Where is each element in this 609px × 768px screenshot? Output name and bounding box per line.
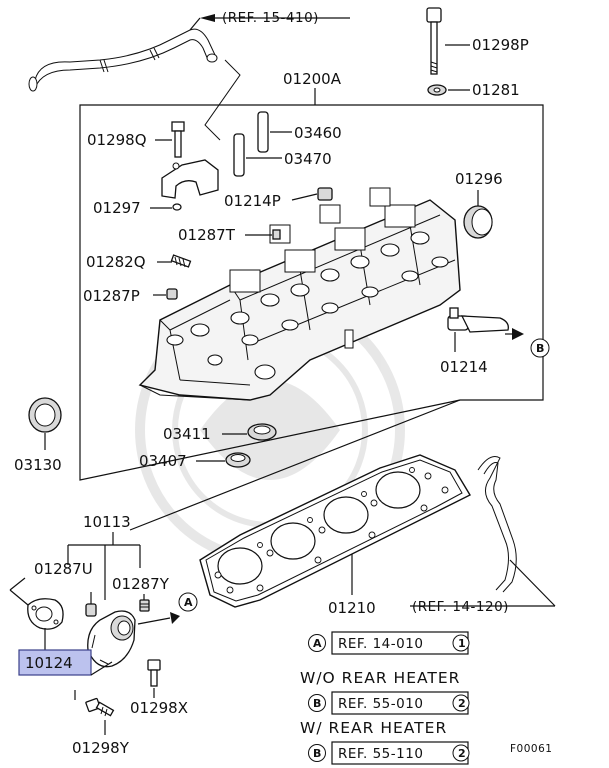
part-number[interactable]: 01214 bbox=[440, 358, 488, 376]
ref-14-120-label[interactable]: (REF. 14-120) bbox=[412, 599, 509, 615]
marker-b-label[interactable]: B bbox=[536, 342, 544, 355]
legend-ref-b2[interactable]: REF. 55-110 bbox=[338, 746, 423, 762]
highlight-10124 bbox=[18, 649, 92, 676]
part-number[interactable]: 03470 bbox=[284, 150, 332, 168]
part-number[interactable]: 01296 bbox=[455, 170, 503, 188]
seal-03407[interactable] bbox=[225, 452, 251, 468]
gasket-10124[interactable] bbox=[27, 598, 64, 630]
legend-marker-b1: B bbox=[313, 697, 321, 710]
pipe-03460[interactable] bbox=[257, 111, 269, 153]
part-number[interactable]: 01298P bbox=[472, 36, 529, 54]
plug-01287P[interactable] bbox=[166, 288, 178, 300]
plug-01296[interactable] bbox=[463, 205, 493, 239]
part-number[interactable]: 03411 bbox=[163, 425, 211, 443]
bolt-01298P[interactable] bbox=[426, 7, 442, 75]
plug-01287T[interactable] bbox=[272, 229, 281, 240]
heater-hose-top[interactable] bbox=[28, 28, 218, 92]
legend-num-b1: 2 bbox=[458, 697, 466, 710]
legend-with-rear-heater: W/ REAR HEATER bbox=[300, 719, 447, 737]
part-number[interactable]: 10113 bbox=[83, 513, 131, 531]
thermostat-housing[interactable] bbox=[87, 610, 136, 668]
legend-marker-b2: B bbox=[313, 747, 321, 760]
legend-ref-b1[interactable]: REF. 55-010 bbox=[338, 696, 423, 712]
cylinder-head-assembly-frame bbox=[79, 104, 544, 481]
part-number[interactable]: 01214P bbox=[224, 192, 281, 210]
head-gasket-01210[interactable] bbox=[199, 454, 471, 608]
legend-num-a: 1 bbox=[458, 637, 466, 650]
plug-01214P[interactable] bbox=[317, 187, 333, 201]
part-number[interactable]: 01287P bbox=[83, 287, 140, 305]
marker-a-circle bbox=[178, 592, 198, 612]
ref-15-410-label[interactable]: (REF. 15-410) bbox=[222, 10, 319, 26]
part-number[interactable]: 01210 bbox=[328, 599, 376, 617]
heater-hose-right[interactable] bbox=[477, 456, 517, 593]
part-number[interactable]: 01297 bbox=[93, 199, 141, 217]
fitting-01214[interactable] bbox=[447, 307, 509, 333]
part-number[interactable]: 01282Q bbox=[86, 253, 146, 271]
marker-a-label[interactable]: A bbox=[184, 596, 193, 609]
part-number[interactable]: 01287T bbox=[178, 226, 236, 244]
part-number[interactable]: 03130 bbox=[14, 456, 62, 474]
part-number[interactable]: 01287U bbox=[34, 560, 93, 578]
part-number[interactable]: 03407 bbox=[139, 452, 187, 470]
part-number[interactable]: 01298Q bbox=[87, 131, 147, 149]
marker-b-circle bbox=[530, 338, 550, 358]
camshaft-bearing-cap[interactable] bbox=[161, 159, 219, 199]
figure-id: F00061 bbox=[510, 743, 552, 755]
oil-seal-03130[interactable] bbox=[28, 397, 62, 433]
legend-ref-a[interactable]: REF. 14-010 bbox=[338, 636, 423, 652]
part-number[interactable]: 01298Y bbox=[72, 739, 130, 757]
part-number[interactable]: 01200A bbox=[283, 70, 342, 88]
dowel-01297[interactable] bbox=[172, 203, 182, 211]
legend-without-rear-heater: W/O REAR HEATER bbox=[300, 669, 460, 687]
seal-03411[interactable] bbox=[247, 423, 277, 441]
stud-01282Q[interactable] bbox=[170, 254, 192, 268]
washer-01281[interactable] bbox=[427, 84, 447, 96]
part-number[interactable]: 03460 bbox=[294, 124, 342, 142]
part-number[interactable]: 01287Y bbox=[112, 575, 170, 593]
plug-01287U[interactable] bbox=[85, 603, 97, 617]
part-number-highlighted[interactable]: 10124 bbox=[25, 654, 73, 672]
bolt-01298Q[interactable] bbox=[171, 121, 185, 158]
part-number[interactable]: 01281 bbox=[472, 81, 520, 99]
bolt-01298Y[interactable] bbox=[85, 697, 115, 717]
legend: A REF. 14-010 1 W/O REAR HEATER B REF. 5… bbox=[300, 631, 470, 765]
plug-01287Y[interactable] bbox=[139, 599, 150, 612]
cylinder-head[interactable] bbox=[138, 187, 461, 401]
bolt-01298X[interactable] bbox=[147, 659, 161, 687]
legend-num-b2: 2 bbox=[458, 747, 466, 760]
pipe-03470[interactable] bbox=[233, 133, 245, 177]
legend-marker-a: A bbox=[313, 637, 322, 650]
part-number[interactable]: 01298X bbox=[130, 699, 188, 717]
